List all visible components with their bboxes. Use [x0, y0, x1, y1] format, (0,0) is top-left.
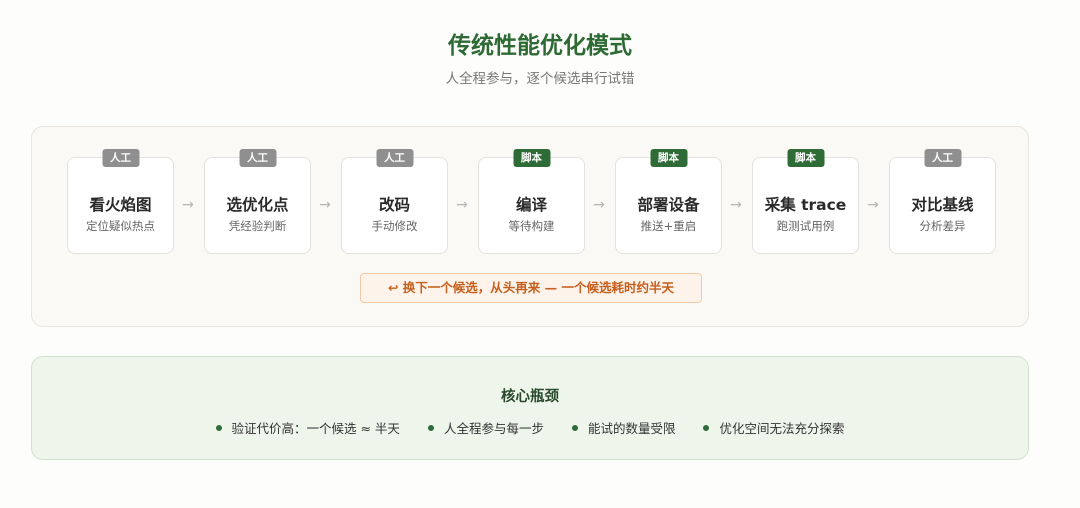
bullet-dot-icon	[427, 424, 434, 431]
step-pick-optimization: 人工 选优化点 凭经验判断	[204, 149, 311, 254]
bottleneck-title: 核心瓶颈	[501, 389, 559, 405]
bottleneck-item-text: 能试的数量受限	[587, 421, 676, 436]
step-badge: 人工	[924, 149, 961, 167]
step-title: 部署设备	[637, 196, 700, 214]
page-title: 传统性能优化模式	[448, 33, 632, 59]
bottleneck-panel: 核心瓶颈 验证代价高：一个候选 ≈ 半天 人全程参与每一步 能试的数量受限 优化…	[31, 356, 1029, 460]
loop-note: ↩ 换下一个候选，从头再来 — 一个候选耗时约半天	[360, 273, 702, 303]
step-badge: 脚本	[650, 149, 687, 167]
step-badge: 人工	[102, 149, 139, 167]
step-desc: 分析差异	[919, 219, 966, 233]
step-desc: 定位疑似热点	[86, 219, 155, 233]
step-title: 选优化点	[226, 196, 289, 214]
arrow-right-icon: →	[867, 197, 879, 213]
step-desc: 手动修改	[371, 219, 418, 233]
step-desc: 跑测试用例	[776, 219, 835, 233]
arrow-right-icon: →	[182, 197, 194, 213]
step-deploy-device: 脚本 部署设备 推送+重启	[615, 149, 722, 254]
bullet-dot-icon	[215, 424, 222, 431]
bottleneck-item: 人全程参与每一步	[427, 418, 544, 437]
step-desc: 等待构建	[508, 219, 555, 233]
bottleneck-item: 验证代价高：一个候选 ≈ 半天	[215, 418, 400, 437]
step-title: 采集 trace	[764, 196, 847, 214]
bottleneck-item: 能试的数量受限	[571, 418, 676, 437]
step-title: 看火焰图	[89, 196, 152, 214]
bullet-dot-icon	[571, 424, 578, 431]
step-title: 编译	[515, 196, 547, 214]
page-subtitle: 人全程参与，逐个候选串行试错	[445, 71, 635, 87]
step-badge: 人工	[239, 149, 276, 167]
workflow-panel: 人工 看火焰图 定位疑似热点 → 人工 选优化点 凭经验判断 → 人工 改码 手…	[31, 126, 1029, 327]
step-flame-graph: 人工 看火焰图 定位疑似热点	[67, 149, 174, 254]
arrow-right-icon: →	[730, 197, 742, 213]
arrow-right-icon: →	[456, 197, 468, 213]
bottleneck-item-text: 优化空间无法充分探索	[719, 421, 845, 436]
bottleneck-list: 验证代价高：一个候选 ≈ 半天 人全程参与每一步 能试的数量受限 优化空间无法充…	[32, 418, 1028, 437]
step-compile: 脚本 编译 等待构建	[478, 149, 585, 254]
step-edit-code: 人工 改码 手动修改	[341, 149, 448, 254]
step-compare-baseline: 人工 对比基线 分析差异	[889, 149, 996, 254]
bullet-dot-icon	[703, 424, 710, 431]
bottleneck-item-text: 人全程参与每一步	[443, 421, 544, 436]
step-desc: 凭经验判断	[228, 219, 287, 233]
step-collect-trace: 脚本 采集 trace 跑测试用例	[752, 149, 859, 254]
step-title: 对比基线	[911, 196, 974, 214]
step-title: 改码	[378, 196, 410, 214]
bottleneck-item: 优化空间无法充分探索	[703, 418, 844, 437]
step-badge: 脚本	[787, 149, 824, 167]
step-badge: 人工	[376, 149, 413, 167]
arrow-right-icon: →	[319, 197, 331, 213]
step-badge: 脚本	[513, 149, 550, 167]
step-desc: 推送+重启	[640, 219, 697, 233]
bottleneck-item-text: 验证代价高：一个候选 ≈ 半天	[231, 421, 400, 436]
arrow-right-icon: →	[593, 197, 605, 213]
